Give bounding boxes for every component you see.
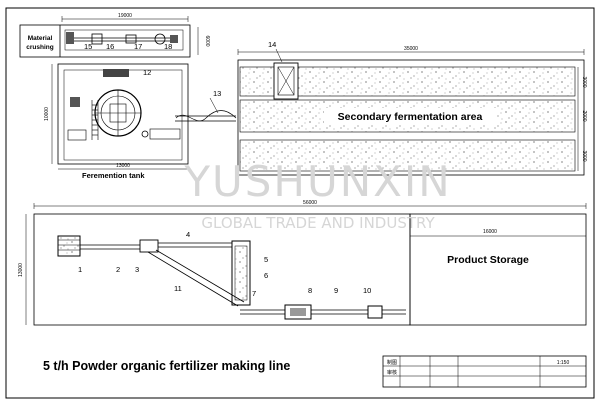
watermark-tagline: GLOBAL TRADE AND INDUSTRY (201, 214, 435, 232)
part-label-7: 7 (252, 289, 256, 298)
material-crushing-label-1: Material (28, 35, 53, 42)
part-label-14: 14 (268, 40, 276, 49)
part-label-13: 13 (213, 89, 221, 98)
line-title: 5 t/h Powder organic fertilizer making l… (43, 359, 290, 373)
tank-height-dim: 10000 (44, 107, 50, 121)
plant-width-dim: 56000 (303, 200, 317, 206)
part-label-9: 9 (334, 286, 338, 295)
part-label-5: 5 (264, 255, 268, 264)
watermark-brand: YUSHUNXIN (183, 157, 451, 206)
secondary-row3-dim: 3000 (581, 150, 587, 161)
drawing-border (5, 7, 595, 399)
part-label-3: 3 (135, 265, 139, 274)
tank-width-dim: 13000 (116, 163, 130, 169)
conveyor-13: 13 (175, 89, 237, 122)
secondary-width-dim: 35000 (404, 46, 418, 52)
part-label-1: 1 (78, 265, 82, 274)
crushing-height-dim: 6000 (204, 35, 210, 46)
title-block-row1: 制图 (387, 359, 397, 366)
part-label-15: 15 (84, 42, 92, 51)
part-label-12: 12 (143, 68, 151, 77)
part-label-16: 16 (106, 42, 114, 51)
title-block-row2: 审核 (387, 369, 397, 376)
part-label-18: 18 (164, 42, 172, 51)
title-block: 制图 审核 1:150 (382, 355, 587, 388)
plant-layout-section: 56000 16000 13000 Product Storage (18, 200, 587, 326)
secondary-row1-dim: 3000 (581, 76, 587, 87)
product-storage-label: Product Storage (447, 254, 529, 266)
storage-width-dim: 16000 (483, 229, 497, 235)
plant-height-dim: 13000 (18, 263, 24, 277)
material-crushing-label-2: crushing (26, 44, 53, 51)
part-label-10: 10 (363, 286, 371, 295)
material-crushing-section: Material crushing 19000 6000 15 16 17 18 (19, 13, 210, 58)
part-label-8: 8 (308, 286, 312, 295)
part-label-4: 4 (186, 230, 190, 239)
secondary-row2-dim: 2000 (581, 110, 587, 121)
part-label-2: 2 (116, 265, 120, 274)
fermentation-tank-label: Feremention tank (82, 171, 145, 180)
part-label-6: 6 (264, 271, 268, 280)
part-label-17: 17 (134, 42, 142, 51)
secondary-fermentation-label: Secondary fermentation area (338, 111, 483, 123)
fermentation-tank-section: 10000 13000 12 Feremention tank (44, 63, 189, 180)
title-block-scale: 1:150 (557, 360, 570, 366)
crushing-width-dim: 19000 (118, 13, 132, 19)
part-label-11: 11 (174, 284, 182, 293)
secondary-fermentation-area: 14 35000 3000 2000 3000 Secondary fermen… (237, 40, 587, 176)
